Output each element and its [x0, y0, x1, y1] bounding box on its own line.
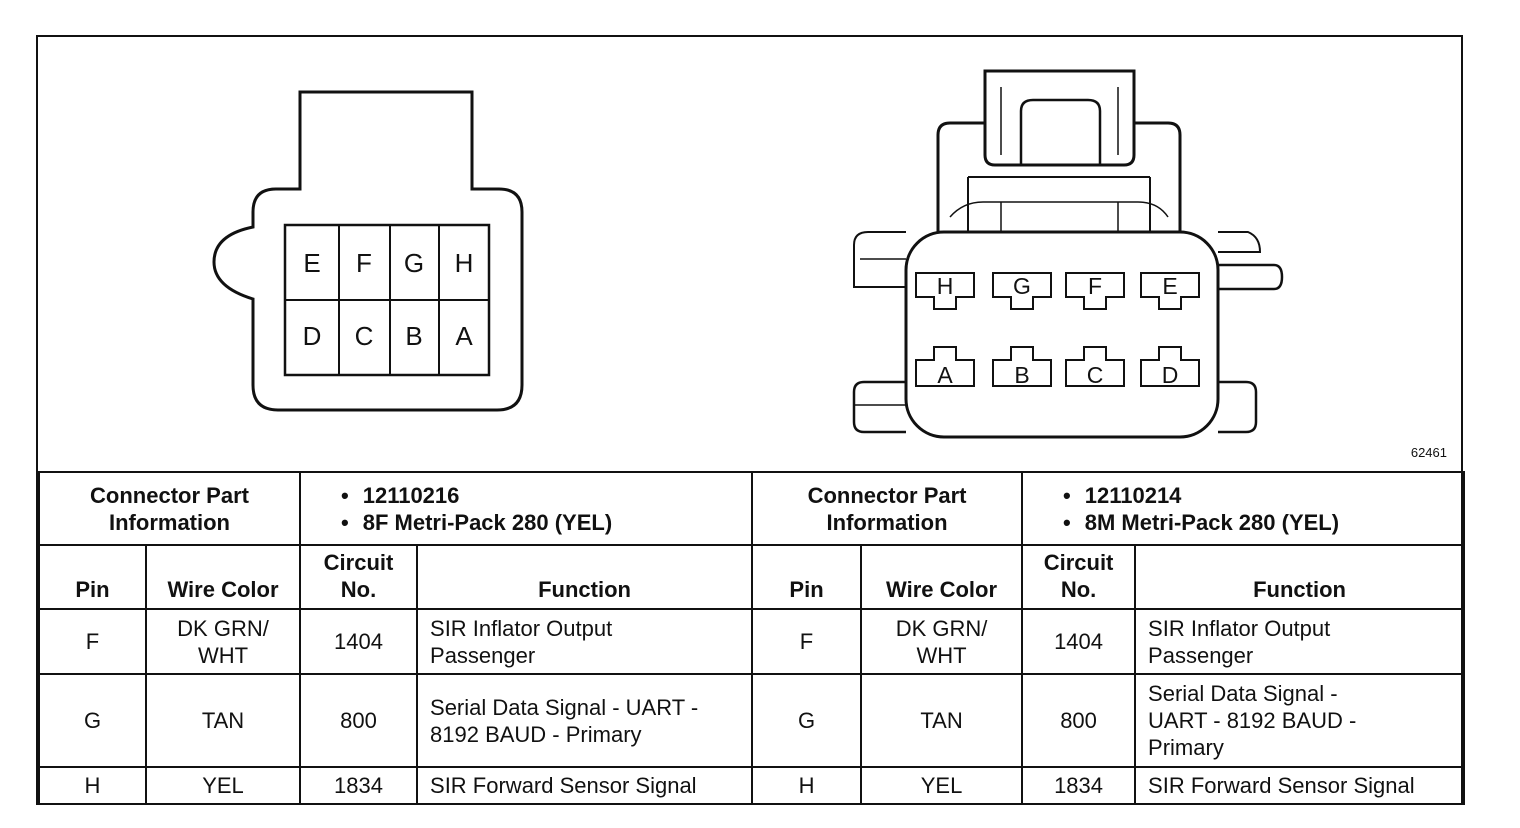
function-cell: Serial Data Signal - UART - 8192 BAUD - … — [416, 673, 754, 768]
pin-cell: F — [38, 608, 147, 675]
circuit-cell: 1834 — [299, 766, 419, 805]
part-bullet: 8F Metri-Pack 280 (YEL) — [341, 509, 745, 536]
male-pin-label: C — [1087, 362, 1104, 388]
male-pin-label: B — [1014, 362, 1029, 388]
connector-sheet: E F G H D C B A — [36, 35, 1466, 805]
part-info-label-left: Connector Part Information — [37, 471, 302, 546]
male-pin-label: F — [1088, 273, 1102, 299]
female-pin-label: F — [356, 248, 372, 278]
pin-cell: H — [751, 766, 863, 805]
header-wire-color: Wire Color — [144, 544, 302, 610]
male-connector — [852, 69, 1284, 439]
wire-color-cell: DK GRN/ WHT — [860, 608, 1024, 675]
header-function: Function — [416, 544, 754, 610]
female-pin-label: E — [303, 248, 320, 278]
male-pin-labels: H G F E A B C D — [937, 273, 1179, 388]
table-row: H YEL 1834 SIR Forward Sensor Signal H Y… — [38, 766, 1466, 805]
function-cell: SIR Forward Sensor Signal — [416, 766, 754, 805]
part-info-label-right: Connector Part Information — [751, 471, 1024, 546]
connector-drawings: E F G H D C B A — [212, 69, 1284, 439]
female-connector-body — [212, 90, 524, 412]
male-connector-body — [904, 230, 1220, 439]
part-info-row: Connector Part Information 12110216 8F M… — [37, 471, 1466, 546]
circuit-cell: 1404 — [299, 608, 419, 675]
female-pin-label: D — [303, 321, 322, 351]
male-pin-label: H — [937, 273, 954, 299]
pin-cell: G — [751, 673, 863, 768]
header-pin: Pin — [751, 544, 863, 610]
pin-cell: F — [751, 608, 863, 675]
header-function: Function — [1134, 544, 1466, 610]
header-circuit: Circuit No. — [299, 544, 419, 610]
header-pin: Pin — [38, 544, 147, 610]
connector-diagram: E F G H D C B A — [38, 37, 1461, 469]
connector-info-table: Connector Part Information 12110216 8F M… — [37, 471, 1466, 805]
male-connector-latch — [983, 69, 1136, 167]
table-row: G TAN 800 Serial Data Signal - UART - 81… — [38, 673, 1466, 768]
wire-color-cell: TAN — [144, 673, 302, 768]
female-pin-label: A — [455, 321, 473, 351]
female-pin-labels: E F G H D C B A — [303, 248, 474, 351]
pin-cell: H — [38, 766, 147, 805]
function-cell: Serial Data Signal - UART - 8192 BAUD - … — [1134, 673, 1466, 768]
header-circuit: Circuit No. — [1021, 544, 1137, 610]
function-cell: SIR Forward Sensor Signal — [1134, 766, 1466, 805]
header-wire-color: Wire Color — [860, 544, 1024, 610]
female-pin-label: H — [455, 248, 474, 278]
header-row: Pin Wire Color Circuit No. Function Pin … — [38, 544, 1466, 610]
part-numbers-right: 12110214 8M Metri-Pack 280 (YEL) — [1021, 471, 1466, 546]
part-bullet: 12110216 — [341, 482, 745, 509]
pin-cell: G — [38, 673, 147, 768]
table-row: F DK GRN/ WHT 1404 SIR Inflator Output P… — [38, 608, 1466, 675]
circuit-cell: 1834 — [1021, 766, 1137, 805]
function-cell: SIR Inflator Output Passenger — [416, 608, 754, 675]
part-bullet: 12110214 — [1063, 482, 1457, 509]
female-pin-label: G — [404, 248, 424, 278]
wire-color-cell: DK GRN/ WHT — [144, 608, 302, 675]
function-cell: SIR Inflator Output Passenger — [1134, 608, 1466, 675]
part-numbers-left: 12110216 8F Metri-Pack 280 (YEL) — [299, 471, 754, 546]
circuit-cell: 1404 — [1021, 608, 1137, 675]
figure-id: 62461 — [1410, 445, 1447, 460]
circuit-cell: 800 — [1021, 673, 1137, 768]
male-pin-label: D — [1162, 362, 1179, 388]
female-pin-label: C — [355, 321, 374, 351]
circuit-cell: 800 — [299, 673, 419, 768]
wire-color-cell: TAN — [860, 673, 1024, 768]
female-pin-label: B — [405, 321, 422, 351]
part-bullet: 8M Metri-Pack 280 (YEL) — [1063, 509, 1457, 536]
male-pin-label: A — [937, 362, 953, 388]
male-pin-cavities — [915, 272, 1200, 387]
wire-color-cell: YEL — [860, 766, 1024, 805]
male-pin-label: G — [1013, 273, 1031, 299]
male-pin-label: E — [1162, 273, 1177, 299]
female-connector — [212, 90, 524, 412]
wire-color-cell: YEL — [144, 766, 302, 805]
